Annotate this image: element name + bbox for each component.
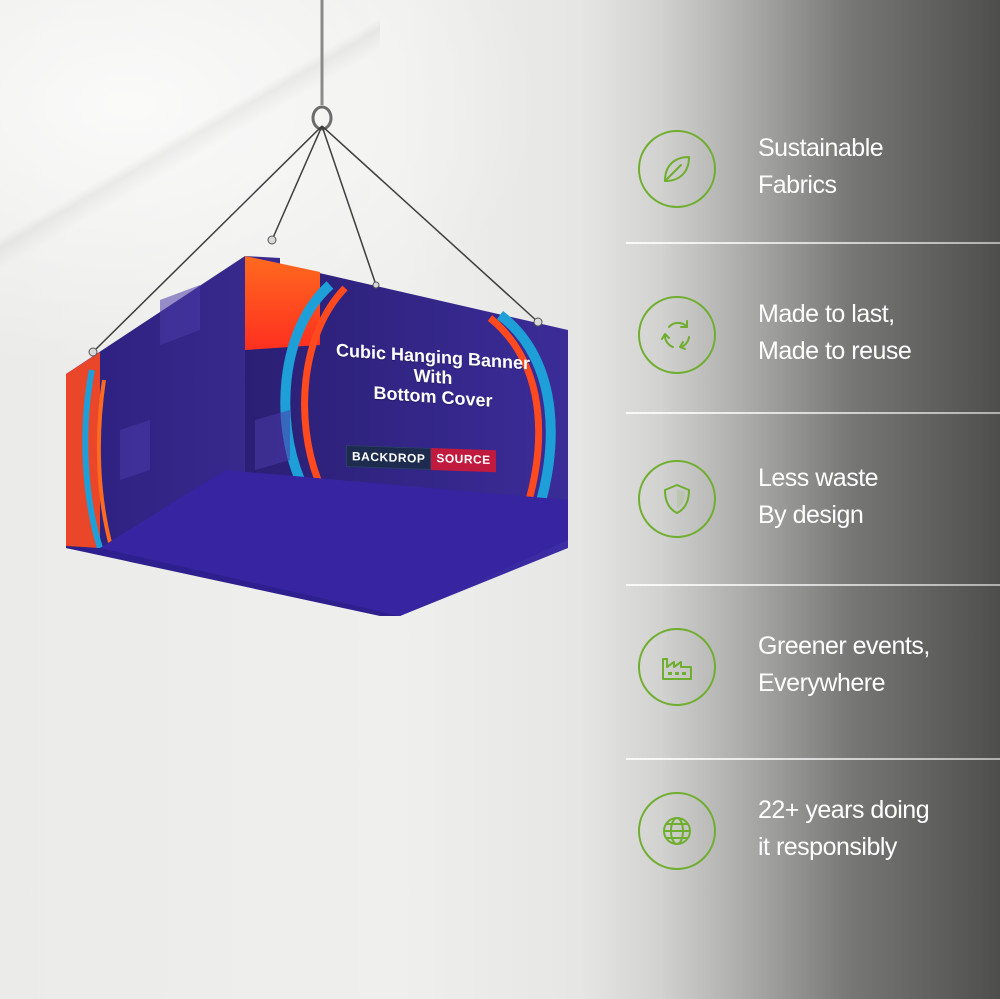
divider [626,412,1000,414]
hook-right [533,317,543,327]
feature-greener-events: Greener events, Everywhere [638,628,998,710]
divider [626,584,1000,586]
feature-line-1: Sustainable [758,134,884,162]
feature-text: Sustainable Fabrics [758,130,998,204]
feature-line-2: Everywhere [758,669,886,697]
feature-line-1: 22+ years doing [758,796,930,824]
divider [626,242,1000,244]
factory-icon [638,628,716,706]
feature-text: Made to last, Made to reuse [758,296,998,370]
divider [626,758,1000,760]
banner-left-swirl [82,369,103,549]
hook-left [88,347,98,357]
brand-logo-part-2: SOURCE [431,447,496,473]
feature-less-waste: Less waste By design [638,460,998,542]
support-wires [92,125,539,353]
feature-line-1: Greener events, [758,632,930,660]
banner-pattern [120,285,290,480]
feature-line-1: Made to last, [758,300,895,328]
feature-text: 22+ years doing it responsibly [758,792,998,866]
shield-icon [638,460,716,538]
feature-line-1: Less waste [758,464,879,492]
hook-center [372,281,380,289]
banner-front-swirl-right [496,311,556,522]
globe-icon [638,792,716,870]
feature-text: Less waste By design [758,460,998,534]
feature-made-to-last: Made to last, Made to reuse [638,296,998,378]
feature-sustainable-fabrics: Sustainable Fabrics [638,130,998,212]
hanging-ring [311,105,333,131]
hook-back [267,235,277,245]
banner-bottom-face [100,470,568,616]
feature-line-2: Fabrics [758,171,837,199]
feature-line-2: it responsibly [758,833,897,861]
feature-text: Greener events, Everywhere [758,628,998,702]
feature-22-years: 22+ years doing it responsibly [638,792,998,874]
brand-logo-part-1: BACKDROP [346,445,432,470]
leaf-icon [638,130,716,208]
recycle-icon [638,296,716,374]
feature-line-2: Made to reuse [758,337,912,365]
ceiling-edge [0,0,380,300]
feature-line-2: By design [758,501,864,529]
